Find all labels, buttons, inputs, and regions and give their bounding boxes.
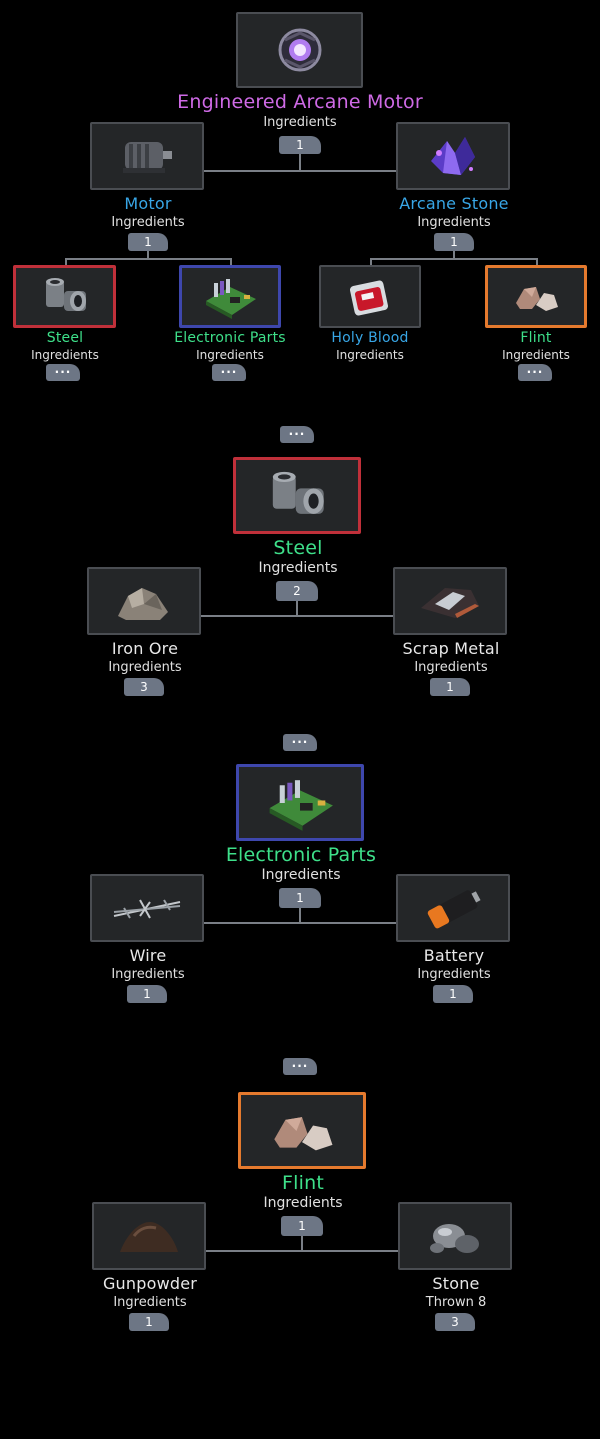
section-title: Electronic Parts — [225, 844, 377, 866]
leaf-item-sub: Ingredients — [502, 348, 570, 362]
child-item-name: Motor — [124, 194, 172, 213]
leaf-more-button[interactable]: ··· — [518, 364, 552, 381]
circuit-board-icon — [269, 779, 333, 831]
scrap-metal-icon — [421, 588, 479, 618]
connector-line — [370, 258, 538, 260]
leaf-item-slot-flint[interactable] — [485, 265, 587, 328]
ingredient-name: Wire — [129, 946, 167, 965]
ingredient-count: 1 — [430, 678, 470, 696]
ingredient-sub: Thrown 8 — [425, 1295, 487, 1310]
leaf-item-name: Steel — [46, 330, 84, 346]
leaf-item-slot-steel[interactable] — [13, 265, 116, 328]
root-item-sub: Ingredients — [263, 115, 337, 130]
steel-pipe-icon — [45, 277, 86, 311]
leaf-item-sub: Ingredients — [31, 348, 99, 362]
section-sub: Ingredients — [261, 867, 341, 883]
section-count: 2 — [276, 581, 318, 601]
section-main-slot-flint[interactable] — [238, 1092, 366, 1169]
flint-icon — [516, 286, 558, 311]
motor-icon — [123, 142, 172, 173]
leaf-item-name: Electronic Parts — [174, 330, 286, 346]
root-item-name: Engineered Arcane Motor — [177, 91, 423, 113]
leaf-more-button[interactable]: ··· — [46, 364, 80, 381]
section-more-button[interactable]: ··· — [283, 734, 317, 751]
connector-line — [230, 258, 232, 266]
ingredient-count: 1 — [127, 985, 167, 1003]
ingredient-count: 3 — [435, 1313, 475, 1331]
ingredient-slot-wire[interactable] — [90, 874, 204, 942]
section-count: 1 — [279, 888, 321, 908]
section-more-button[interactable]: ··· — [280, 426, 314, 443]
ingredient-slot-battery[interactable] — [396, 874, 510, 942]
ingredient-count: 1 — [129, 1313, 169, 1331]
ingredient-sub: Ingredients — [113, 1295, 187, 1310]
ingredient-count: 1 — [433, 985, 473, 1003]
connector-line — [299, 908, 301, 923]
flint-icon — [274, 1116, 333, 1150]
stone-icon — [430, 1224, 479, 1253]
ingredient-name: Stone — [432, 1274, 480, 1293]
ingredient-slot-iron-ore[interactable] — [87, 567, 201, 635]
section-title: Flint — [282, 1172, 324, 1194]
connector-line — [299, 154, 301, 171]
connector-line — [200, 615, 393, 617]
connector-line — [296, 601, 298, 616]
child-item-sub: Ingredients — [111, 215, 185, 230]
connector-line — [204, 922, 397, 924]
section-main-slot-electronic-parts[interactable] — [236, 764, 364, 841]
connector-line — [370, 258, 372, 266]
blood-pack-icon — [349, 280, 389, 315]
connector-line — [206, 1250, 399, 1252]
ingredient-slot-gunpowder[interactable] — [92, 1202, 206, 1270]
connector-line — [65, 258, 232, 260]
connector-line — [301, 1236, 303, 1251]
steel-pipe-icon — [272, 471, 324, 514]
ingredient-slot-scrap-metal[interactable] — [393, 567, 507, 635]
leaf-item-slot-electronic-parts[interactable] — [179, 265, 281, 328]
child-item-sub: Ingredients — [417, 215, 491, 230]
leaf-item-name: Flint — [520, 330, 552, 346]
section-count: 1 — [281, 1216, 323, 1236]
child-item-count: 1 — [434, 233, 474, 251]
leaf-item-slot-holy-blood[interactable] — [319, 265, 421, 328]
connector-line — [65, 258, 67, 266]
battery-icon — [427, 890, 481, 929]
leaf-item-sub: Ingredients — [196, 348, 264, 362]
arcane-orb-icon — [278, 28, 321, 72]
ingredient-sub: Ingredients — [108, 660, 182, 675]
child-item-count: 1 — [128, 233, 168, 251]
section-sub: Ingredients — [263, 1195, 343, 1211]
ingredient-name: Gunpowder — [102, 1274, 198, 1293]
ingredient-count: 3 — [124, 678, 164, 696]
ingredient-name: Battery — [423, 946, 485, 965]
leaf-item-name: Holy Blood — [331, 330, 409, 346]
root-item-count: 1 — [279, 136, 321, 154]
section-more-button[interactable]: ··· — [283, 1058, 317, 1075]
child-item-slot-arcane-stone[interactable] — [396, 122, 510, 190]
leaf-item-sub: Ingredients — [336, 348, 404, 362]
section-main-slot-steel[interactable] — [233, 457, 361, 534]
ingredient-sub: Ingredients — [417, 967, 491, 982]
child-item-name: Arcane Stone — [399, 194, 509, 213]
arcane-crystal-icon — [431, 137, 475, 175]
section-sub: Ingredients — [258, 560, 338, 576]
ingredient-sub: Ingredients — [414, 660, 488, 675]
circuit-board-icon — [206, 278, 256, 319]
connector-line — [204, 170, 396, 172]
ingredient-name: Iron Ore — [111, 639, 179, 658]
root-item-slot[interactable] — [236, 12, 363, 88]
leaf-more-button[interactable]: ··· — [212, 364, 246, 381]
ore-rock-icon — [118, 588, 168, 620]
section-title: Steel — [273, 537, 323, 559]
ingredient-slot-stone[interactable] — [398, 1202, 512, 1270]
connector-line — [453, 251, 455, 259]
connector-line — [147, 251, 149, 259]
ingredient-sub: Ingredients — [111, 967, 185, 982]
gunpowder-icon — [120, 1222, 178, 1252]
connector-line — [536, 258, 538, 266]
child-item-slot-motor[interactable] — [90, 122, 204, 190]
ingredient-name: Scrap Metal — [402, 639, 500, 658]
barbed-wire-icon — [113, 899, 181, 919]
